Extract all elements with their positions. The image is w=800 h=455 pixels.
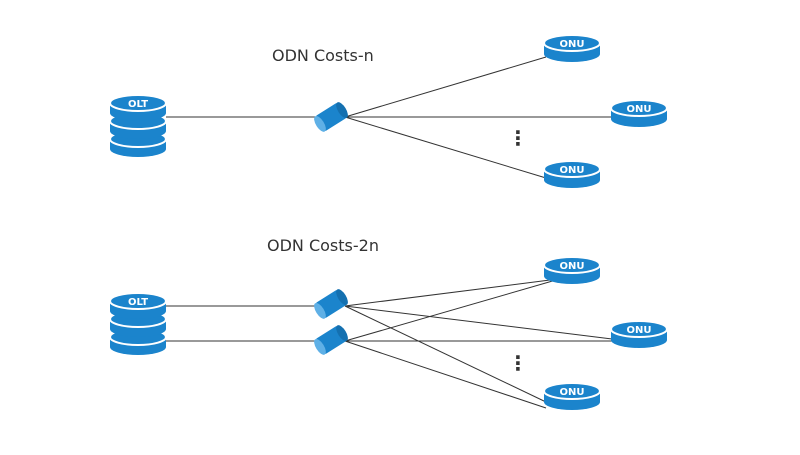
onu-label: ONU <box>627 104 652 115</box>
splitter-to-onu-link <box>344 56 547 118</box>
olt-device: OLT <box>109 292 167 355</box>
onu-device: ONU <box>543 160 601 188</box>
splitter-icon <box>311 287 351 321</box>
onu-label: ONU <box>560 39 585 50</box>
onu-label: ONU <box>560 387 585 398</box>
onu-device: ONU <box>543 256 601 284</box>
onu-label: ONU <box>627 325 652 336</box>
splitter-to-onu-link <box>344 305 613 340</box>
bottom-links <box>166 279 613 409</box>
top-links <box>166 56 612 179</box>
olt-label: OLT <box>128 99 148 110</box>
onu-device: ONU <box>543 34 601 62</box>
splitter-to-onu-link <box>344 340 547 409</box>
onu-label: ONU <box>560 261 585 272</box>
top-title: ODN Costs-n <box>272 46 374 65</box>
more-onus-ellipsis: ⋮ <box>508 351 528 375</box>
olt-disk <box>109 94 167 121</box>
onu-device: ONU <box>543 382 601 410</box>
more-onus-ellipsis: ⋮ <box>508 126 528 150</box>
splitter-icon <box>311 100 351 134</box>
splitter-to-onu-link <box>344 279 557 342</box>
olt-device: OLT <box>109 94 167 157</box>
splitter-to-onu-link <box>344 305 547 403</box>
splitter-to-onu-link <box>344 116 547 179</box>
onu-device: ONU <box>610 320 668 348</box>
onu-label: ONU <box>560 165 585 176</box>
bottom-title: ODN Costs-2n <box>267 236 379 255</box>
olt-disk <box>109 292 167 319</box>
onu-device: ONU <box>610 99 668 127</box>
splitter-icon <box>311 323 351 357</box>
olt-label: OLT <box>128 297 148 308</box>
splitter-to-onu-link <box>344 279 551 307</box>
